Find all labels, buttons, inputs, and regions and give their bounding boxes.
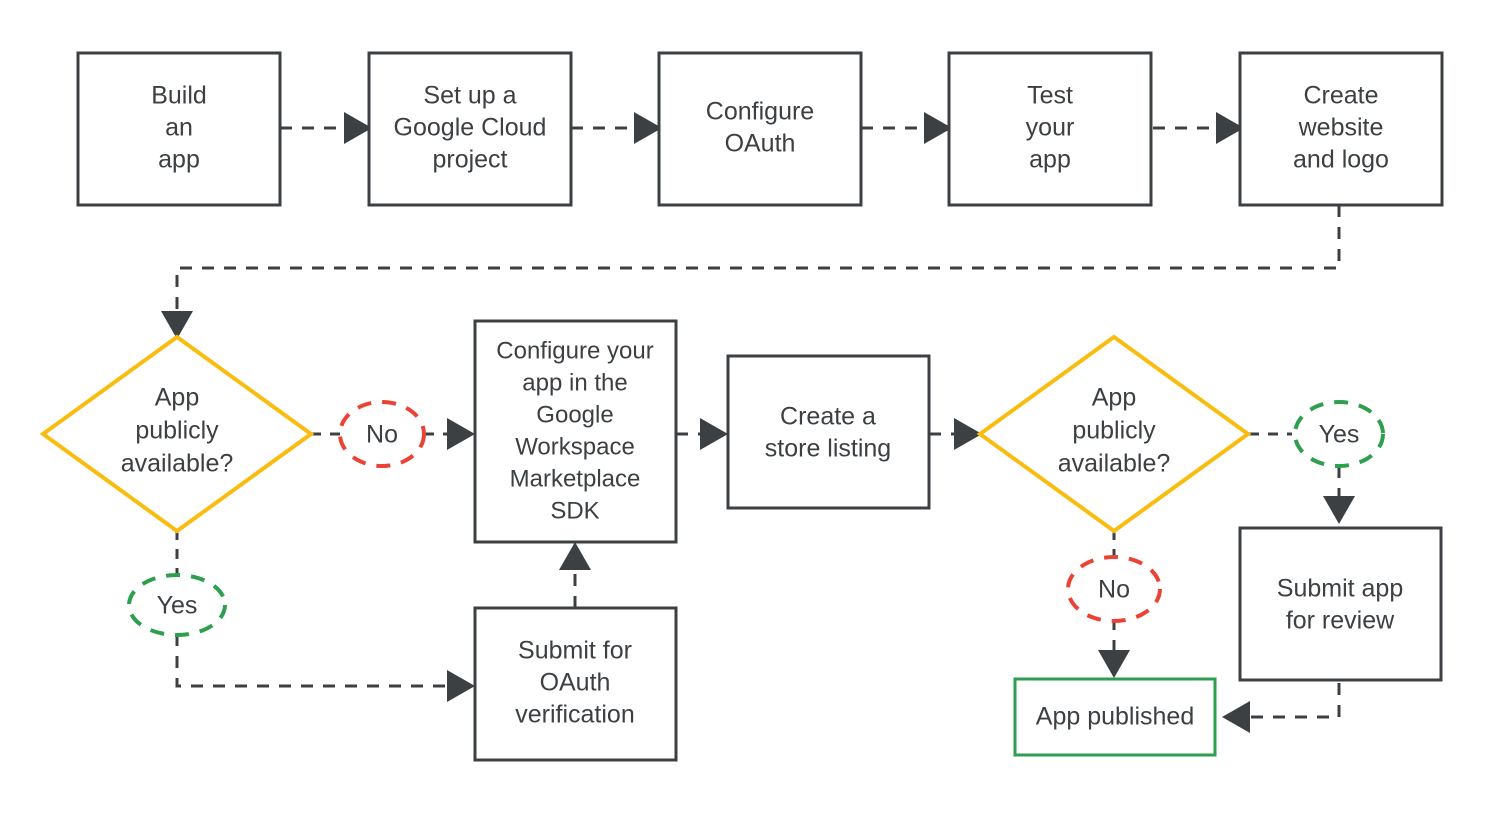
node-set-up-google-cloud-project[interactable]: Set up a Google Cloud project bbox=[367, 51, 573, 207]
submit-review-line1: Submit app bbox=[1277, 575, 1403, 603]
node-decision-app-publicly-available-2[interactable]: App publicly available? bbox=[976, 334, 1252, 534]
node-configure-app-marketplace-sdk[interactable]: Configure your app in the Google Workspa… bbox=[473, 319, 678, 544]
configure-sdk-line5: Marketplace bbox=[510, 465, 641, 492]
edge-configure-oauth-to-test-app bbox=[861, 112, 952, 144]
node-test-app-line3: app bbox=[1029, 146, 1071, 174]
store-listing-line1: Create a bbox=[780, 403, 876, 431]
node-configure-oauth[interactable]: Configure OAuth bbox=[657, 51, 863, 207]
configure-sdk-line2: app in the bbox=[522, 369, 627, 396]
edge-yes-to-submit-oauth bbox=[175, 634, 475, 702]
node-create-a-store-listing[interactable]: Create a store listing bbox=[726, 354, 931, 510]
submit-oauth-line2: OAuth bbox=[540, 669, 611, 697]
edge-store-listing-to-decision-two bbox=[929, 418, 982, 450]
node-build-an-app-line1: Build bbox=[151, 82, 207, 110]
app-published-label: App published bbox=[1036, 703, 1194, 731]
node-configure-oauth-line2: OAuth bbox=[725, 130, 796, 158]
submit-oauth-line1: Submit for bbox=[518, 637, 632, 665]
node-decision-app-publicly-available-1[interactable]: App publicly available? bbox=[39, 334, 315, 534]
node-submit-for-oauth-verification[interactable]: Submit for OAuth verification bbox=[473, 606, 678, 762]
node-create-website-line3: and logo bbox=[1293, 146, 1389, 174]
edge-label-decision-one-no: No bbox=[338, 400, 426, 468]
edge-label-yes-text-1: Yes bbox=[157, 592, 198, 620]
submit-review-line2: for review bbox=[1286, 607, 1395, 635]
configure-sdk-line3: Google bbox=[536, 401, 613, 428]
node-gcp-project-line2: Google Cloud bbox=[394, 114, 547, 142]
configure-sdk-line6: SDK bbox=[550, 497, 599, 524]
edge-label-decision-one-yes: Yes bbox=[127, 573, 227, 637]
node-gcp-project-line3: project bbox=[432, 146, 507, 174]
node-test-your-app[interactable]: Test your app bbox=[947, 51, 1153, 207]
node-build-an-app-line2: an bbox=[165, 114, 193, 142]
edge-yes-to-submit-review bbox=[1323, 466, 1355, 524]
decision-two-line2: publicly bbox=[1072, 417, 1156, 445]
configure-sdk-line1: Configure your bbox=[496, 337, 653, 364]
edge-label-yes-text-2: Yes bbox=[1319, 421, 1360, 449]
decision-one-line3: available? bbox=[121, 450, 234, 478]
node-create-website-line2: website bbox=[1298, 114, 1384, 142]
decision-two-line3: available? bbox=[1058, 450, 1171, 478]
edge-no-to-app-published bbox=[1098, 618, 1130, 678]
edge-test-app-to-create-website bbox=[1153, 112, 1244, 144]
configure-sdk-line4: Workspace bbox=[515, 433, 635, 460]
edge-label-decision-two-no: No bbox=[1066, 555, 1162, 623]
edge-build-app-to-gcp-project bbox=[280, 112, 372, 144]
node-create-website-line1: Create bbox=[1303, 82, 1378, 110]
node-app-published[interactable]: App published bbox=[1013, 677, 1217, 757]
edge-decision-one-no bbox=[311, 418, 475, 450]
node-create-website-and-logo[interactable]: Create website and logo bbox=[1238, 51, 1444, 207]
edge-create-website-to-decision-one bbox=[161, 205, 1341, 339]
edge-submit-review-to-app-published bbox=[1222, 683, 1341, 733]
edge-gcp-project-to-configure-oauth bbox=[571, 112, 662, 144]
edge-label-no-text-1: No bbox=[366, 421, 398, 449]
decision-one-line1: App bbox=[155, 384, 199, 412]
decision-two-line1: App bbox=[1092, 384, 1136, 412]
node-configure-oauth-line1: Configure bbox=[706, 98, 814, 126]
node-submit-app-for-review[interactable]: Submit app for review bbox=[1238, 526, 1443, 682]
edge-label-decision-two-yes: Yes bbox=[1293, 400, 1385, 468]
decision-one-line2: publicly bbox=[135, 417, 219, 445]
node-build-an-app[interactable]: Build an app bbox=[76, 51, 282, 207]
submit-oauth-line3: verification bbox=[515, 701, 635, 729]
node-test-app-line1: Test bbox=[1027, 82, 1073, 110]
node-build-an-app-line3: app bbox=[158, 146, 200, 174]
node-test-app-line2: your bbox=[1026, 114, 1075, 142]
node-gcp-project-line1: Set up a bbox=[423, 82, 516, 110]
edge-configure-sdk-to-store-listing bbox=[676, 418, 728, 450]
edge-label-no-text-2: No bbox=[1098, 576, 1130, 604]
store-listing-line2: store listing bbox=[765, 435, 891, 463]
